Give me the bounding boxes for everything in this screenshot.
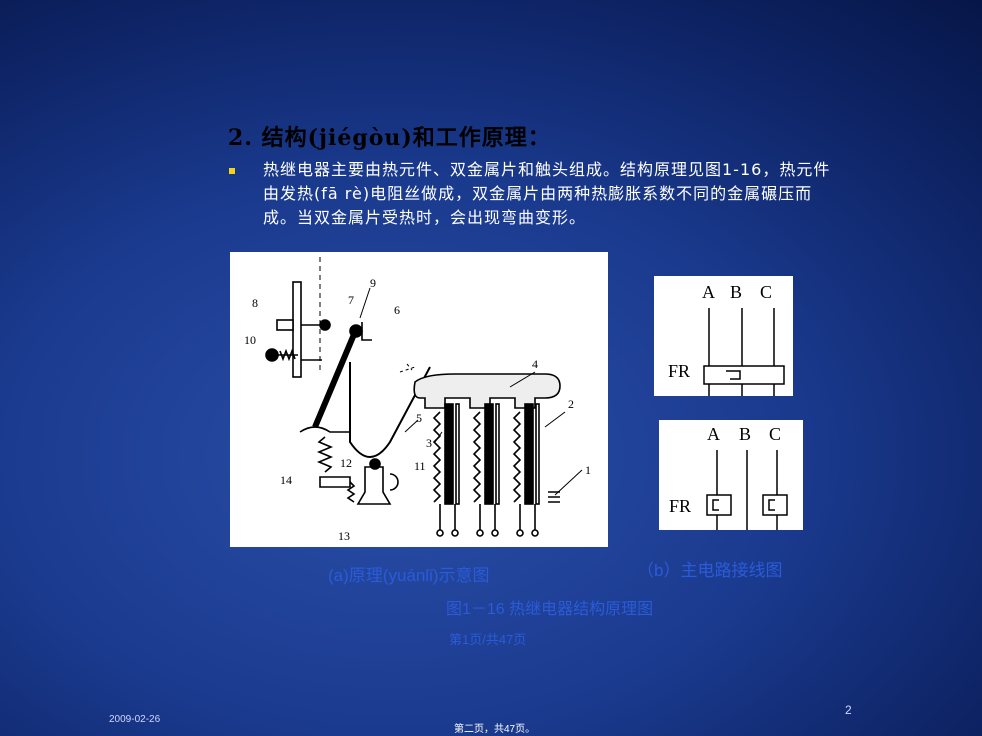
phase-c-label: C bbox=[760, 282, 772, 302]
page-caption: 第1页/共47页 bbox=[449, 632, 527, 647]
bullet-icon bbox=[229, 168, 235, 174]
label-4: 4 bbox=[532, 357, 538, 371]
label-2: 2 bbox=[568, 397, 574, 411]
label-5: 5 bbox=[416, 411, 422, 425]
label-13: 13 bbox=[338, 529, 350, 543]
caption-b: （b）主电路接线图 bbox=[637, 561, 783, 580]
slide-heading: 2. 结构(jiégòu)和工作原理： bbox=[228, 125, 551, 151]
footer-page: 第二页，共47页。 bbox=[454, 724, 536, 735]
phase-a-label-2: A bbox=[707, 424, 720, 444]
fr-label: FR bbox=[668, 361, 690, 381]
figure-b-wiring-top: A B C FR bbox=[654, 276, 793, 396]
body-paragraph: 热继电器主要由热元件、双金属片和触头组成。结构原理见图1-16，热元件由发热(f… bbox=[263, 160, 831, 227]
caption-a: (a)原理(yuánlǐ)示意图 bbox=[328, 566, 490, 585]
phase-a-label: A bbox=[702, 282, 715, 302]
fr-label-2: FR bbox=[669, 496, 691, 516]
label-9: 9 bbox=[370, 276, 376, 290]
figure-b-wiring-bottom: A B C FR bbox=[659, 420, 803, 530]
phase-c-label-2: C bbox=[769, 424, 781, 444]
label-10: 10 bbox=[244, 333, 256, 347]
slide-number: 2 bbox=[845, 703, 852, 717]
phase-b-label-2: B bbox=[739, 424, 751, 444]
figure-a-principle-diagram: 1 2 3 4 5 6 7 8 9 10 11 12 13 14 bbox=[230, 252, 608, 547]
figure-title: 图1－16 热继电器结构原理图 bbox=[446, 601, 654, 618]
footer-date: 2009-02-26 bbox=[109, 714, 161, 725]
label-14: 14 bbox=[280, 473, 292, 487]
phase-b-label: B bbox=[730, 282, 742, 302]
label-8: 8 bbox=[252, 296, 258, 310]
label-12: 12 bbox=[340, 456, 352, 470]
label-1: 1 bbox=[585, 463, 591, 477]
label-6: 6 bbox=[394, 303, 400, 317]
label-3: 3 bbox=[426, 436, 432, 450]
label-11: 11 bbox=[414, 459, 426, 473]
label-7: 7 bbox=[348, 293, 354, 307]
